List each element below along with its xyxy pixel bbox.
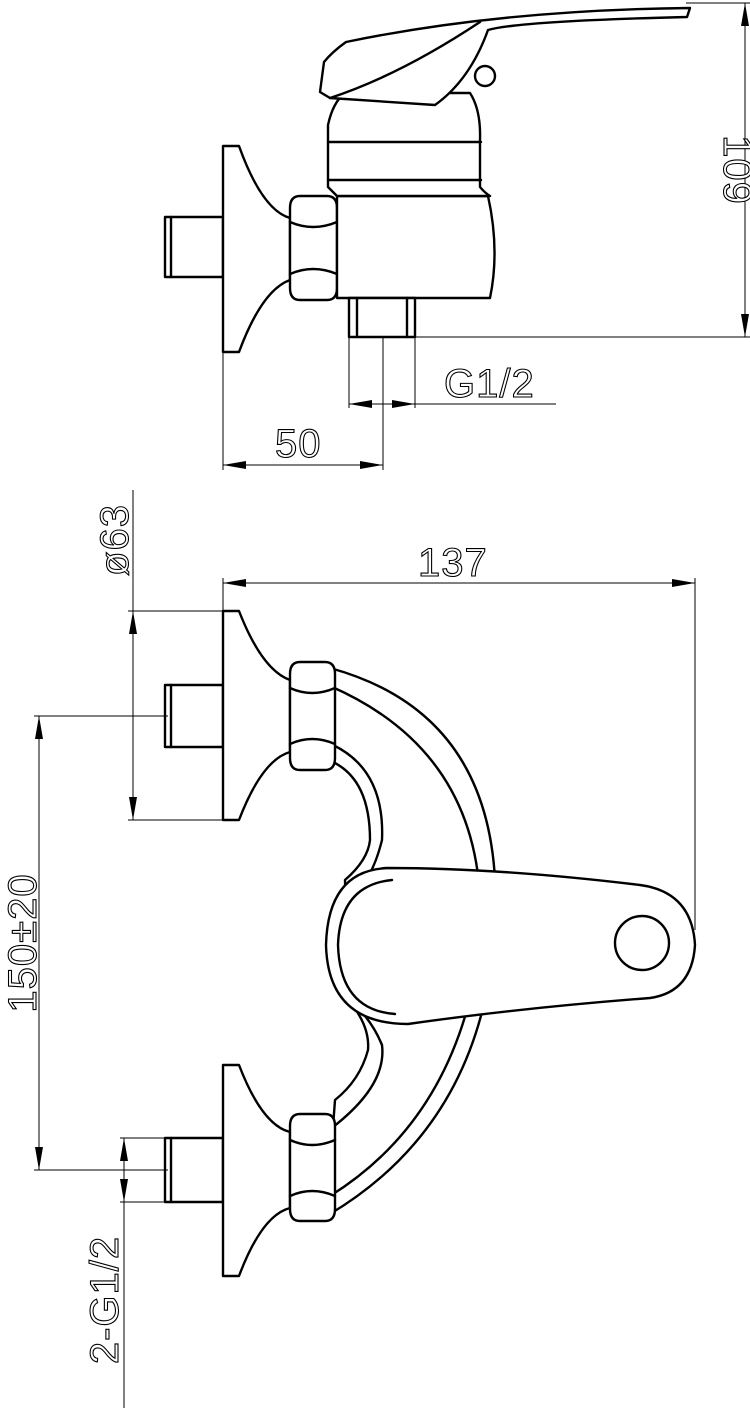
front-view xyxy=(163,609,697,1278)
flange-diameter-label: ø63 xyxy=(93,504,137,576)
side-wall-flange xyxy=(221,144,292,354)
side-view xyxy=(163,6,692,354)
side-knob xyxy=(473,64,497,88)
dimension-total-length: 137 xyxy=(222,540,696,930)
front-bottom-inlet-stub xyxy=(163,1136,225,1204)
side-cartridge xyxy=(326,91,492,198)
side-body xyxy=(335,194,496,300)
inlet-thread-label: G1/2 xyxy=(444,362,535,406)
front-top-inlet-stub xyxy=(163,683,225,749)
connections-label: 2-G1/2 xyxy=(83,1236,127,1364)
dimension-inlet-thread: G1/2 xyxy=(348,337,556,408)
dimension-flange-diameter: ø63 xyxy=(92,490,239,821)
height-label: 109 xyxy=(715,135,750,205)
front-top-flange xyxy=(221,609,292,822)
dimension-height: 109 xyxy=(415,2,750,338)
side-outlet-thread xyxy=(347,296,417,339)
side-hex-nut xyxy=(288,194,339,302)
front-bottom-flange xyxy=(221,1063,292,1278)
side-inlet-stub xyxy=(163,215,225,279)
projection-label: 50 xyxy=(275,422,322,466)
dimension-center-distance: 150±20 xyxy=(0,715,168,1171)
front-bottom-hex-nut xyxy=(288,1112,337,1223)
side-lever-handle xyxy=(318,6,692,107)
dimension-connections: 2-G1/2 xyxy=(82,1137,168,1408)
center-distance-label: 150±20 xyxy=(1,873,45,1012)
front-lever-handle xyxy=(324,866,697,1026)
total-length-label: 137 xyxy=(418,541,488,585)
dimension-projection: 50 xyxy=(222,337,384,470)
front-top-hex-nut xyxy=(288,660,337,772)
